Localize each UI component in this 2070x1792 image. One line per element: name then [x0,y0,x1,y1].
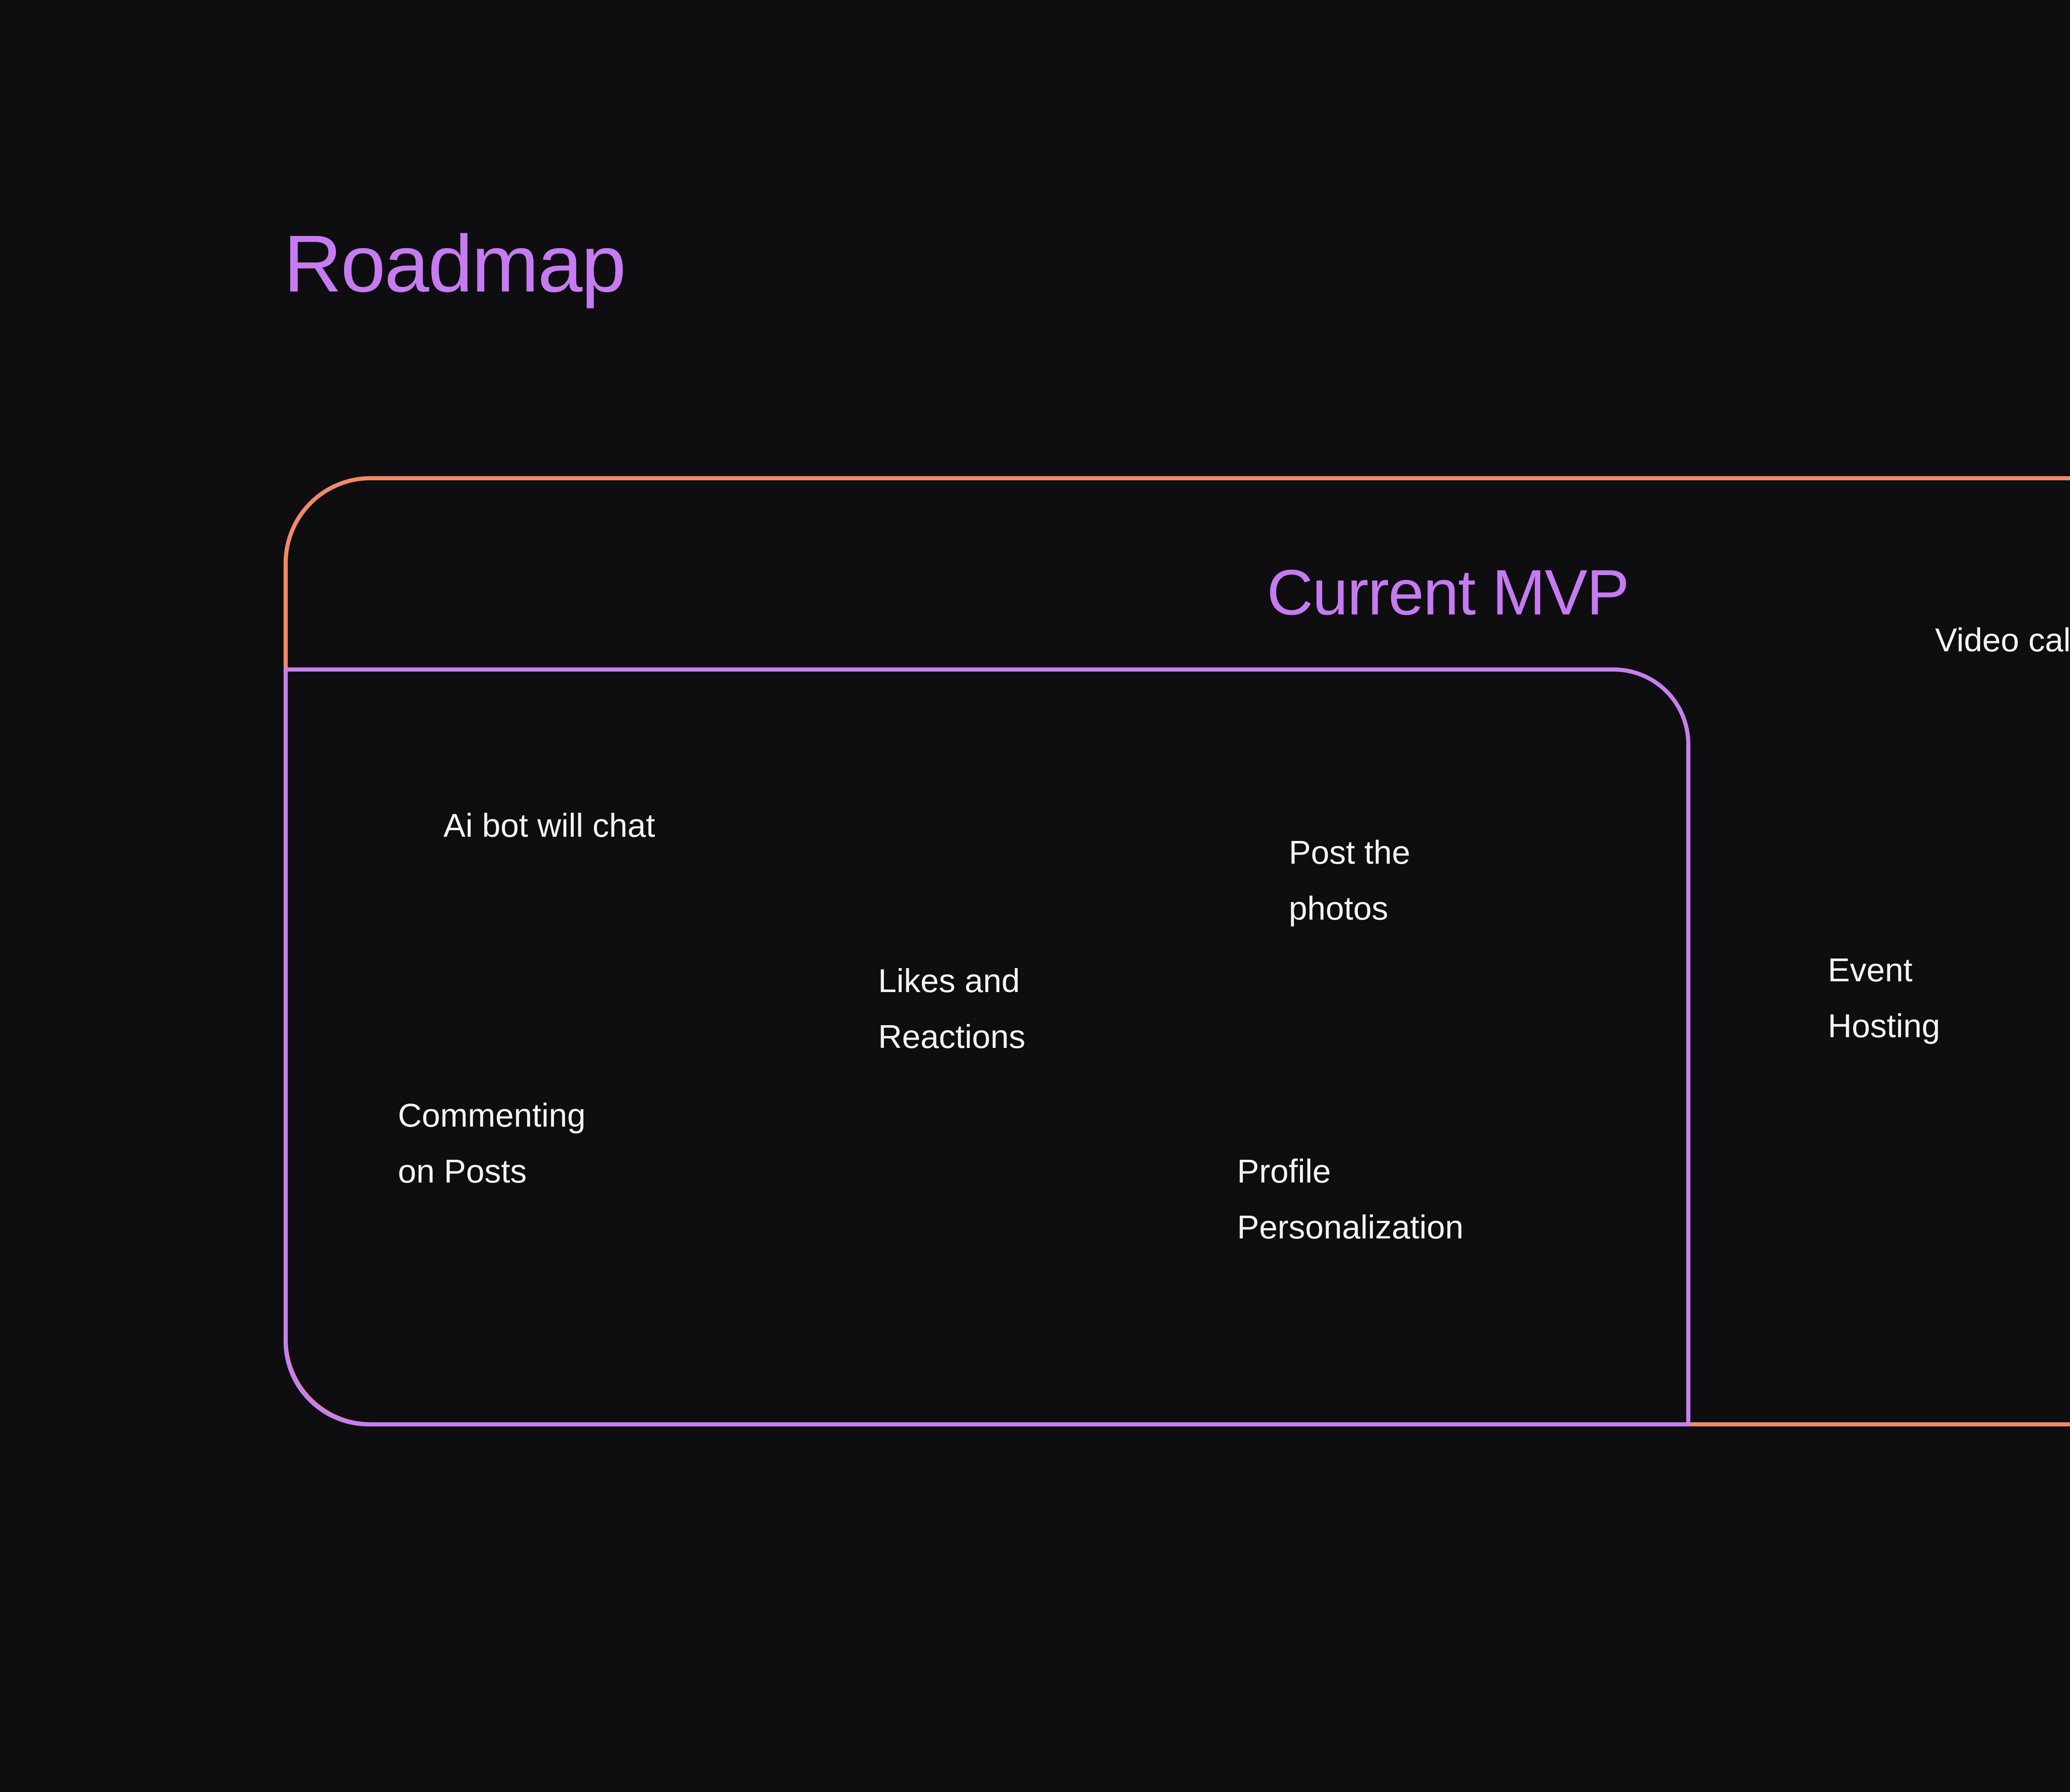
current-mvp-box [284,667,1690,1426]
page-title: Roadmap [284,219,626,309]
current-mvp-heading: Current MVP [1267,556,1630,628]
